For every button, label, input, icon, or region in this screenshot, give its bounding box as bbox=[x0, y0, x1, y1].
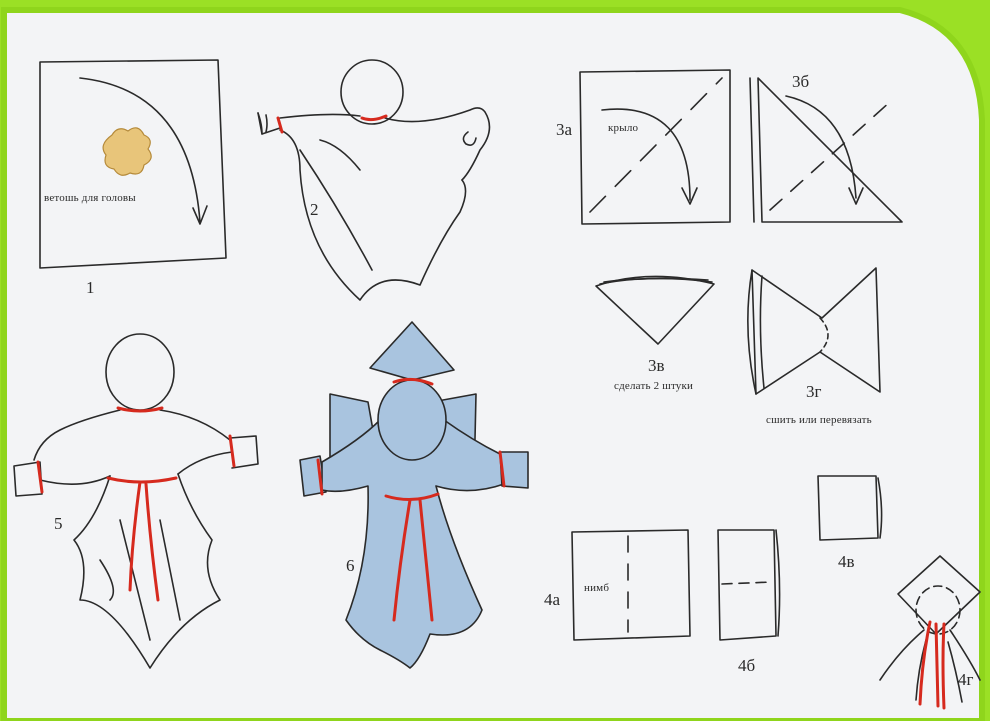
step-3a-number: 3а bbox=[556, 120, 572, 140]
step-4g-number: 4г bbox=[958, 670, 973, 690]
step-4b-number: 4б bbox=[738, 656, 755, 676]
step-1-number: 1 bbox=[86, 278, 95, 298]
step-3b-number: 3б bbox=[792, 72, 809, 92]
step-4a-number: 4а bbox=[544, 590, 560, 610]
step-6-number: 6 bbox=[346, 556, 355, 576]
step-1-caption: ветошь для головы bbox=[44, 192, 136, 204]
step-3a-caption: крыло bbox=[608, 122, 638, 134]
step-5-number: 5 bbox=[54, 514, 63, 534]
step-4a-caption: нимб bbox=[584, 582, 609, 594]
paper-sheet bbox=[4, 10, 982, 721]
step-3g-number: 3г bbox=[806, 382, 821, 402]
step-4v-number: 4в bbox=[838, 552, 855, 572]
step-2-number: 2 bbox=[310, 200, 319, 220]
step-3v-number: 3в bbox=[648, 356, 665, 376]
step-3g-caption: сшить или перевязать bbox=[766, 414, 872, 426]
step-3v-caption: сделать 2 штуки bbox=[614, 380, 693, 392]
